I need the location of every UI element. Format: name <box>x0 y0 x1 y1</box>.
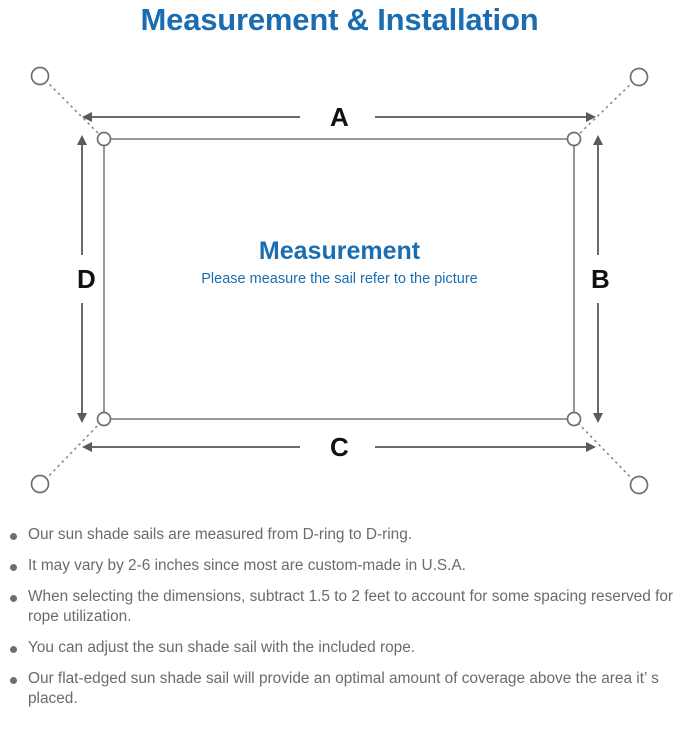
d-rings <box>96 131 582 427</box>
anchor-post-top-left <box>30 66 50 86</box>
rope-top-right <box>573 76 639 140</box>
anchor-posts <box>30 66 649 495</box>
anchor-post-bottom-right <box>629 475 649 495</box>
list-item-text: When selecting the dimensions, subtract … <box>28 588 674 626</box>
bullet-dot-icon <box>10 677 17 685</box>
list-item: You can adjust the sun shade sail with t… <box>10 638 675 658</box>
list-item-text: You can adjust the sun shade sail with t… <box>28 639 416 657</box>
page-title: Measurement & Installation <box>140 2 539 37</box>
bullet-dot-icon <box>10 533 17 540</box>
dimension-label-b: B <box>586 266 615 292</box>
sail-outline <box>103 138 575 420</box>
rope-lines <box>40 75 639 486</box>
d-ring-bottom-left <box>96 411 112 427</box>
d-ring-bottom-right <box>566 411 582 427</box>
notes-list: Our sun shade sails are measured from D-… <box>10 525 675 720</box>
rope-top-left <box>40 75 105 140</box>
list-item-text: Our sun shade sails are measured from D-… <box>28 526 413 543</box>
dimension-label-d: D <box>72 266 101 292</box>
list-item: Our sun shade sails are measured from D-… <box>10 525 675 545</box>
list-item-text: Our flat-edged sun shade sail will provi… <box>28 670 659 708</box>
rope-bottom-right <box>573 418 639 486</box>
list-item: When selecting the dimensions, subtract … <box>10 587 675 627</box>
dimension-label-c: C <box>325 434 354 460</box>
d-ring-top-right <box>566 131 582 147</box>
d-ring-top-left <box>96 131 112 147</box>
dimension-label-a: A <box>325 104 354 130</box>
list-item: Our flat-edged sun shade sail will provi… <box>10 669 675 709</box>
sail-diagram-svg <box>30 66 649 495</box>
anchor-post-top-right <box>629 67 649 87</box>
anchor-post-bottom-left <box>30 474 50 494</box>
bullet-dot-icon <box>10 564 17 572</box>
list-item: It may vary by 2-6 inches since most are… <box>10 556 675 576</box>
list-item-text: It may vary by 2-6 inches since most are… <box>28 557 466 575</box>
bullet-dot-icon <box>10 595 17 603</box>
sail-diagram: A C D B <box>0 50 679 510</box>
rope-bottom-left <box>40 418 105 485</box>
bullet-dot-icon <box>10 646 17 654</box>
